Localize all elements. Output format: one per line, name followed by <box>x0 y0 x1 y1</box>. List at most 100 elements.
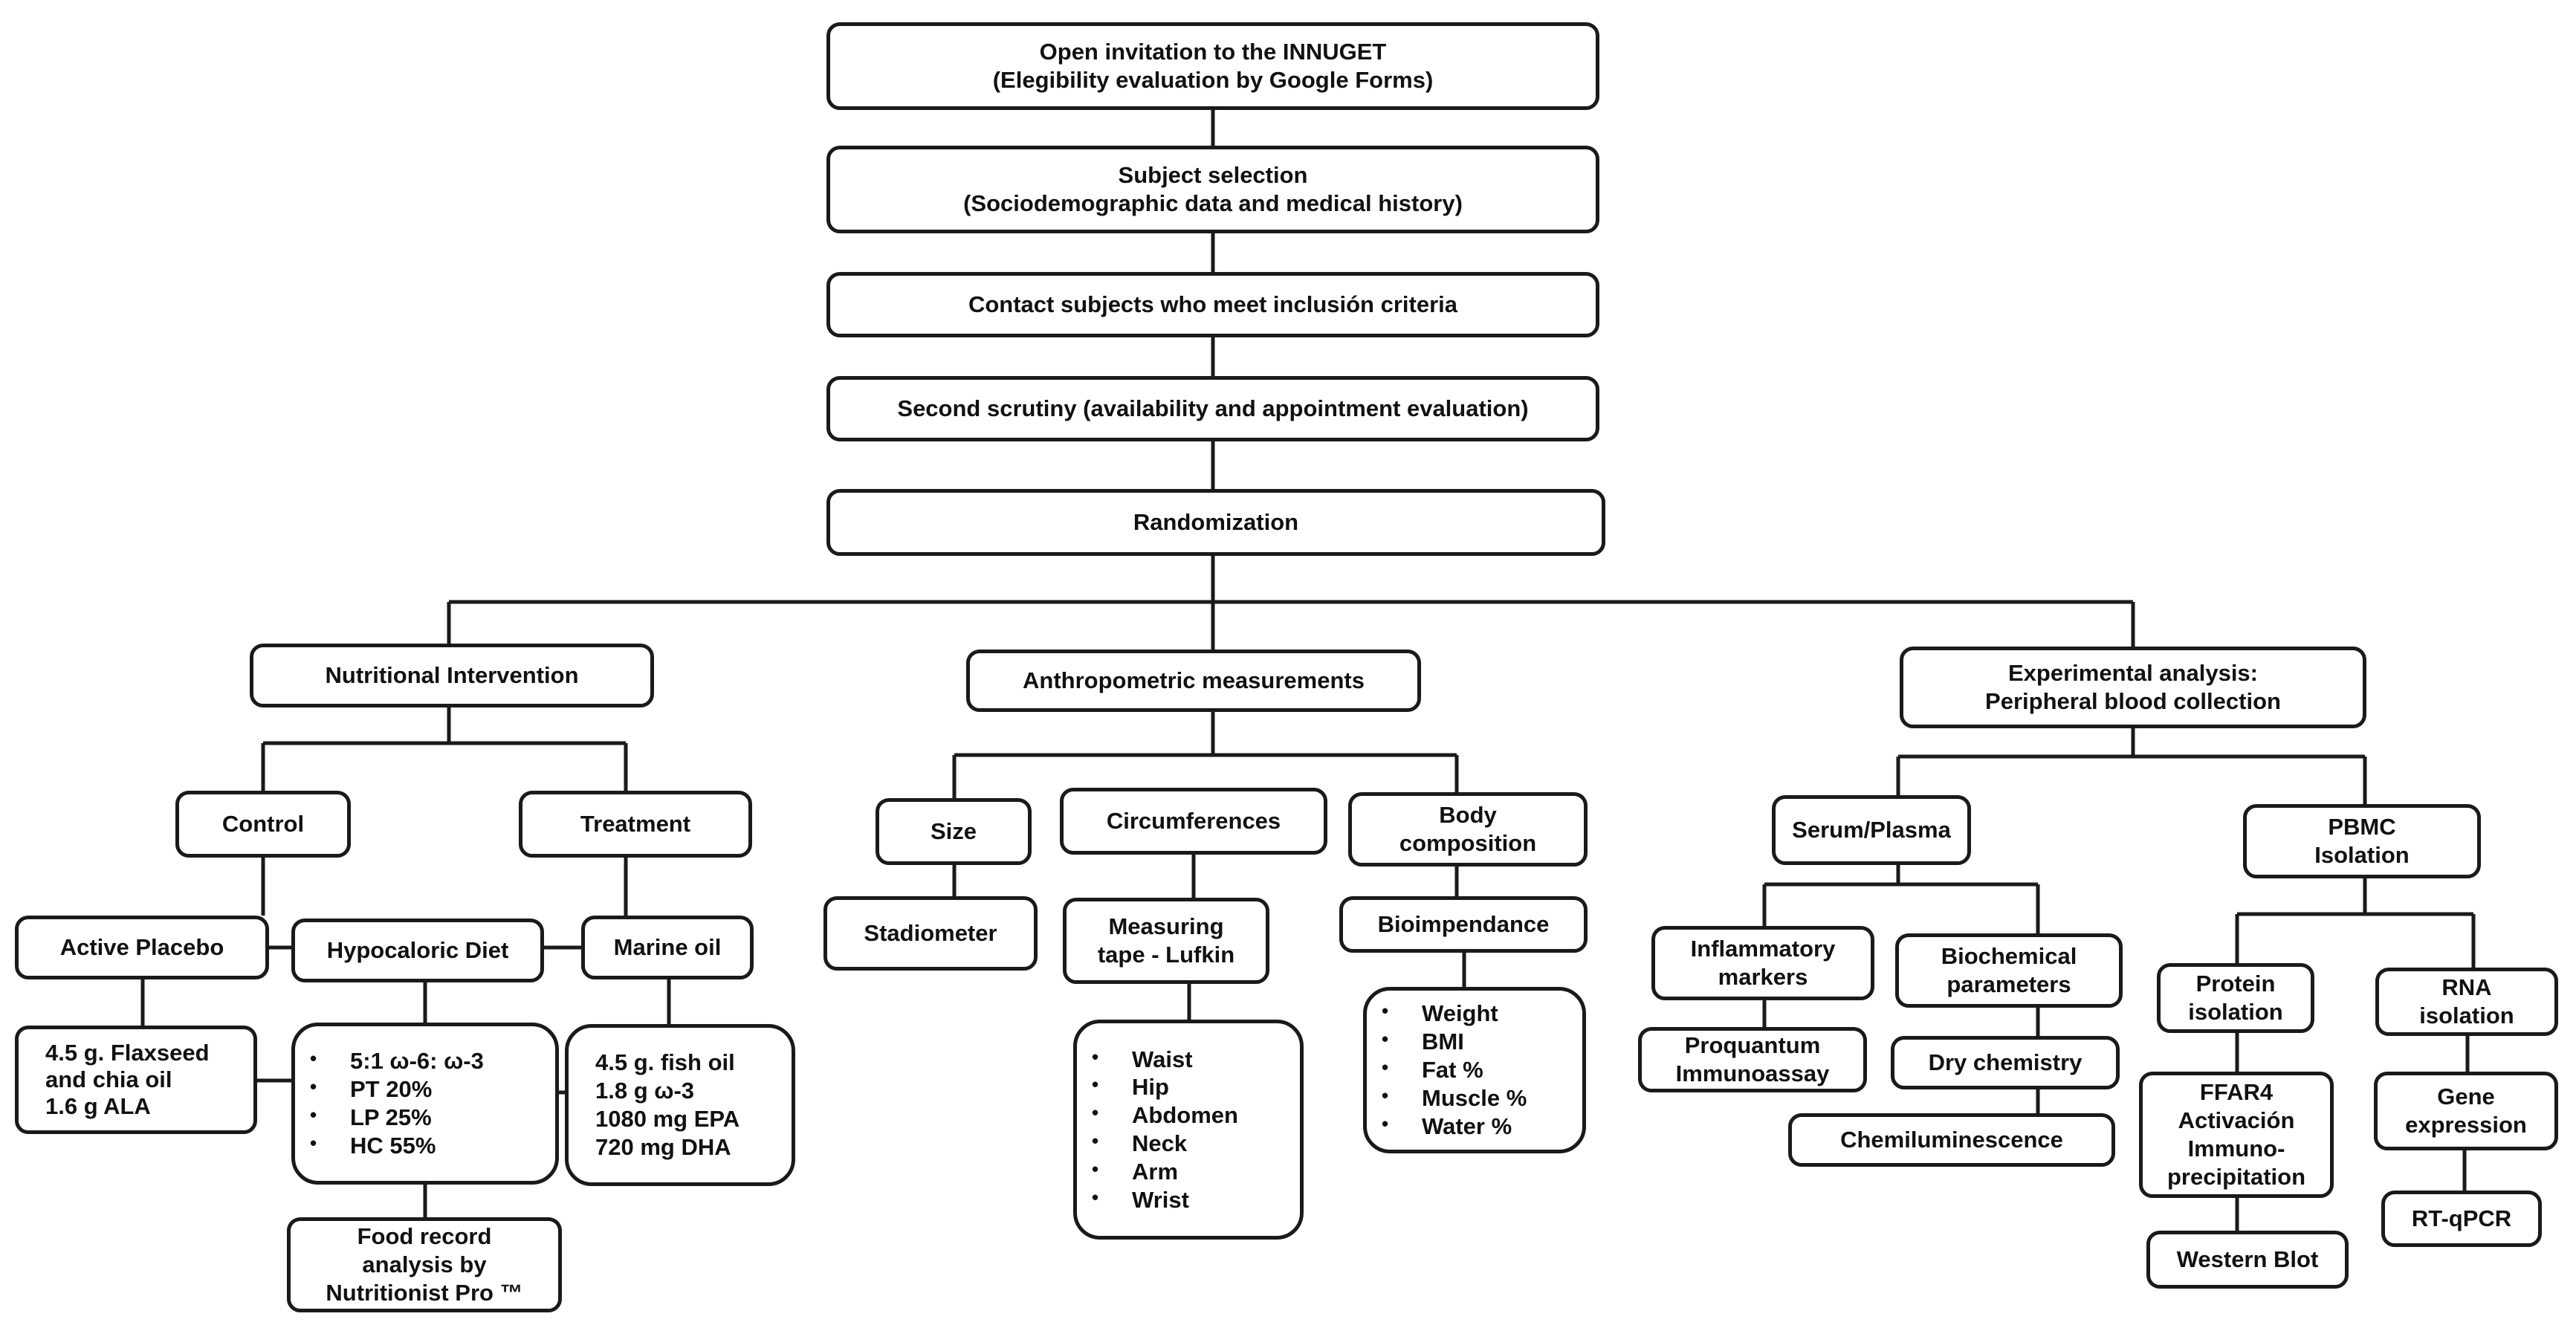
box-label-line: 1.6 g ALA <box>45 1093 151 1119</box>
list-item: Fat % <box>1382 1056 1573 1084</box>
box-label-line: Active Placebo <box>59 934 224 961</box>
rt-qpcr-box: RT-qPCR <box>2381 1191 2542 1247</box>
list-item: Abdomen <box>1092 1101 1291 1130</box>
box-label-line: Control <box>221 811 305 838</box>
body-items-box: WeightBMIFat %Muscle %Water % <box>1363 987 1586 1153</box>
box-label-line: RT-qPCR <box>2411 1205 2512 1232</box>
anthropometric-box: Anthropometric measurements <box>966 650 1421 712</box>
list-item: Wrist <box>1092 1186 1291 1214</box>
box-label-line: Measuring <box>1108 913 1224 940</box>
dry-chemistry-box: Dry chemistry <box>1891 1036 2120 1089</box>
hypocaloric-diet-box: Hypocaloric Diet <box>291 919 544 982</box>
subject-selection-box: Subject selection(Sociodemographic data … <box>826 146 1599 233</box>
box-label-line: Chemiluminescence <box>1840 1127 2063 1153</box>
box-label-line: Circumferences <box>1106 808 1281 835</box>
box-label-line: 720 mg DHA <box>595 1133 731 1160</box>
box-label-line: RNA <box>2441 974 2492 1001</box>
box-label-line: Contact subjects who meet inclusión crit… <box>968 291 1458 318</box>
box-label-line: Experimental analysis: <box>2008 660 2258 687</box>
box-label-line: Marine oil <box>613 934 722 961</box>
box-label-line: analysis by <box>362 1251 487 1278</box>
box-label-line: 4.5 g. Flaxseed <box>45 1040 210 1066</box>
serum-plasma-box: Serum/Plasma <box>1772 795 1971 865</box>
list-item: PT 20% <box>310 1075 546 1104</box>
box-label-line: PBMC <box>2328 814 2396 840</box>
list-item: BMI <box>1382 1028 1573 1056</box>
box-label-line: Open invitation to the INNUGET <box>1039 39 1387 65</box>
box-label-line: Hypocaloric Diet <box>326 937 509 964</box>
invitation-box: Open invitation to the INNUGET(Elegibili… <box>826 22 1599 110</box>
bioimpedance-box: Bioimpendance <box>1339 896 1588 953</box>
experimental-analysis-box: Experimental analysis:Peripheral blood c… <box>1900 647 2366 728</box>
box-label-line: Food record <box>357 1223 492 1250</box>
list-item: LP 25% <box>310 1104 546 1132</box>
box-label-line: Second scrutiny (availability and appoin… <box>897 395 1529 422</box>
box-label-line: (Sociodemographic data and medical histo… <box>963 190 1463 216</box>
box-label-line: Gene <box>2437 1084 2495 1110</box>
box-label-line: Subject selection <box>1118 162 1308 189</box>
box-label-line: 4.5 g. fish oil <box>595 1049 735 1076</box>
box-label-line: markers <box>1718 964 1808 990</box>
box-label-line: Activación <box>2178 1107 2295 1134</box>
box-label-line: Protein <box>2195 971 2276 997</box>
box-label-line: Proquantum <box>1684 1032 1821 1059</box>
box-label-line: isolation <box>2188 999 2283 1025</box>
box-label-line: Immunoassay <box>1675 1060 1830 1086</box>
second-scrutiny-box: Second scrutiny (availability and appoin… <box>826 376 1599 441</box>
stadiometer-box: Stadiometer <box>823 896 1038 971</box>
box-label-line: Size <box>930 818 977 845</box>
box-label-line: isolation <box>2419 1003 2514 1029</box>
circumference-items-box: WaistHipAbdomenNeckArmWrist <box>1073 1020 1304 1240</box>
box-label-line: Treatment <box>580 811 691 838</box>
box-label-line: Bioimpendance <box>1377 911 1550 938</box>
marine-oil-box: Marine oil <box>581 916 754 979</box>
box-label-line: Nutritionist Pro ™ <box>326 1279 523 1306</box>
box-label-line: composition <box>1399 830 1537 856</box>
box-label-line: 1.8 g ω-3 <box>595 1078 695 1104</box>
list-item: 5:1 ω-6: ω-3 <box>310 1047 546 1075</box>
randomization-box: Randomization <box>826 489 1605 556</box>
box-label-line: FFAR4 <box>2199 1079 2274 1106</box>
box-label-line: 1080 mg EPA <box>595 1106 740 1132</box>
list-item: Neck <box>1092 1130 1291 1158</box>
list-item: Muscle % <box>1382 1084 1573 1112</box>
box-label-line: Randomization <box>1133 509 1299 536</box>
list-item: HC 55% <box>310 1132 546 1160</box>
western-blot-box: Western Blot <box>2146 1231 2349 1289</box>
box-label-line: and chia oil <box>45 1066 172 1092</box>
diet-detail-list: 5:1 ω-6: ω-3PT 20%LP 25%HC 55% <box>304 1047 546 1159</box>
circumference-items-list: WaistHipAbdomenNeckArmWrist <box>1086 1046 1291 1214</box>
box-label-line: parameters <box>1946 971 2071 997</box>
box-label-line: Isolation <box>2314 842 2410 868</box>
box-label-line: Immuno- <box>2187 1136 2285 1162</box>
nutritional-intervention-box: Nutritional Intervention <box>250 644 654 707</box>
box-label-line: Stadiometer <box>864 920 997 947</box>
size-box: Size <box>876 798 1032 865</box>
box-label-line: Inflammatory <box>1690 936 1836 962</box>
list-item: Weight <box>1382 1000 1573 1028</box>
box-label-line: Body <box>1439 802 1497 829</box>
contact-subjects-box: Contact subjects who meet inclusión crit… <box>826 272 1599 337</box>
box-label-line: Peripheral blood collection <box>1985 688 2281 714</box>
box-label-line: Western Blot <box>2176 1246 2319 1273</box>
box-label-line: Serum/Plasma <box>1792 817 1951 843</box>
treatment-box: Treatment <box>519 791 752 858</box>
box-label-line: (Elegibility evaluation by Google Forms) <box>992 67 1434 93</box>
box-label-line: precipitation <box>2166 1163 2305 1190</box>
control-box: Control <box>175 791 351 858</box>
circumferences-box: Circumferences <box>1060 788 1327 855</box>
diet-detail-box: 5:1 ω-6: ω-3PT 20%LP 25%HC 55% <box>291 1023 559 1185</box>
list-item: Hip <box>1092 1073 1291 1101</box>
